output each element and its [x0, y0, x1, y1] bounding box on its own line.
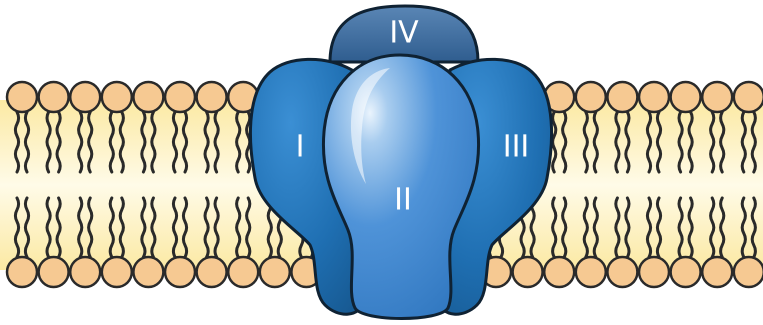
lipid-head	[671, 257, 701, 287]
lipid-head	[576, 257, 606, 287]
lipid-head	[639, 257, 669, 287]
lipid-head	[734, 257, 763, 287]
lipid-head	[70, 257, 100, 287]
lipid-head	[576, 82, 606, 112]
lipid-head	[70, 82, 100, 112]
lipid-head	[197, 257, 227, 287]
lipid-head	[39, 257, 69, 287]
lipid-head	[639, 82, 669, 112]
lipid-head	[734, 82, 763, 112]
lipid-head	[671, 82, 701, 112]
lipid-head	[165, 82, 195, 112]
subunit-label-iii: III	[503, 130, 530, 165]
lipid-head	[133, 82, 163, 112]
subunit-label-iv: IV	[389, 16, 419, 51]
lipid-head	[102, 82, 132, 112]
lipid-head	[513, 257, 543, 287]
lipid-head	[544, 257, 574, 287]
lipid-head	[607, 257, 637, 287]
lipid-head	[607, 82, 637, 112]
lipid-head	[702, 257, 732, 287]
lipid-head	[39, 82, 69, 112]
lipid-head	[133, 257, 163, 287]
subunit-label-i: I	[296, 130, 305, 165]
lipid-head	[102, 257, 132, 287]
lipid-head	[165, 257, 195, 287]
lipid-head	[702, 82, 732, 112]
lipid-head	[7, 257, 37, 287]
lipid-head	[7, 82, 37, 112]
lipid-head	[228, 257, 258, 287]
lipid-head	[197, 82, 227, 112]
lipid-head	[260, 257, 290, 287]
subunit-label-ii: II	[394, 183, 412, 218]
